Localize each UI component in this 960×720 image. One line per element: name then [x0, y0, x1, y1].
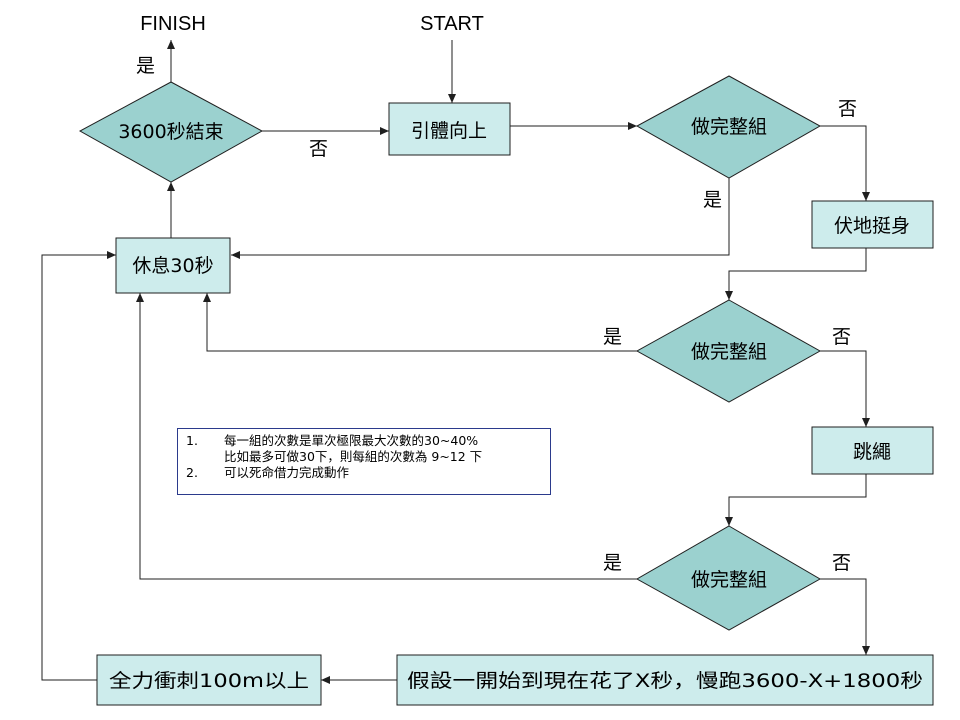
note-item-1: 1. 每一組的次數是單次極限最大次數的30~40% [186, 433, 544, 449]
edge-decision3-to-jog [820, 578, 870, 655]
sprint-step: 全力衝刺100m以上 [96, 654, 322, 706]
pullup-label: 引體向上 [411, 120, 487, 142]
decision3: 做完整組 [635, 525, 822, 631]
edge-jumprope-to-decision3 [725, 474, 867, 526]
edge-label-yes-finish: 是 [136, 55, 155, 77]
note-item-1-line-1: 每一組的次數是單次極限最大次數的30~40% [224, 433, 479, 448]
edge-label-yes-decision3: 是 [603, 552, 622, 574]
pullup-step: 引體向上 [388, 102, 511, 156]
edge-label-yes-decision1: 是 [703, 189, 722, 211]
start-label: START [420, 13, 484, 35]
pushup-step: 伏地挺身 [811, 200, 934, 249]
jog-step: 假設一開始到現在花了X秒，慢跑3600-X+1800秒 [396, 654, 934, 706]
edge-label-no-decision2: 否 [832, 326, 851, 348]
jumprope-label: 跳繩 [853, 441, 891, 463]
check-end-decision: 3600秒結束 [78, 81, 264, 183]
note-item-2-number: 2. [186, 465, 198, 480]
jog-label: 假設一開始到現在花了X秒，慢跑3600-X+1800秒 [407, 670, 923, 692]
jumprope-step: 跳繩 [811, 426, 934, 475]
edge-decision3-to-rest [136, 293, 637, 580]
decision2: 做完整組 [635, 299, 822, 403]
sprint-label: 全力衝刺100m以上 [109, 670, 309, 692]
note-item-2-line-1: 可以死命借力完成動作 [224, 465, 350, 480]
edge-decision2-to-rest [203, 293, 637, 352]
decision1-label: 做完整組 [691, 116, 767, 138]
note-item-2: 2. 可以死命借力完成動作 [186, 465, 544, 481]
edge-label-no-decision1: 否 [838, 98, 857, 120]
rest-step: 休息30秒 [115, 237, 231, 294]
check-end-label: 3600秒結束 [118, 121, 223, 143]
decision1: 做完整組 [635, 75, 822, 179]
edge-decision1-to-rest [231, 178, 730, 259]
decision2-label: 做完整組 [691, 341, 767, 363]
note-item-1-line-2: 比如最多可做30下，則每組的次數為 9~12 下 [224, 449, 483, 464]
finish-label: FINISH [140, 13, 206, 35]
edge-label-yes-decision2: 是 [603, 326, 622, 348]
notes-box: 1. 每一組的次數是單次極限最大次數的30~40% 比如最多可做30下，則每組的… [177, 428, 551, 495]
edge-pushup-to-decision2 [725, 248, 867, 300]
edge-label-no-check-end: 否 [309, 138, 328, 160]
edge-sprint-to-rest [41, 251, 116, 681]
edge-decision1-to-pushup [820, 125, 870, 201]
edge-label-no-decision3: 否 [832, 552, 851, 574]
rest-label: 休息30秒 [132, 255, 213, 277]
decision3-label: 做完整組 [691, 569, 767, 591]
note-item-1-number: 1. [186, 433, 198, 448]
pushup-label: 伏地挺身 [834, 215, 910, 237]
edge-decision2-to-jumprope [820, 350, 870, 427]
